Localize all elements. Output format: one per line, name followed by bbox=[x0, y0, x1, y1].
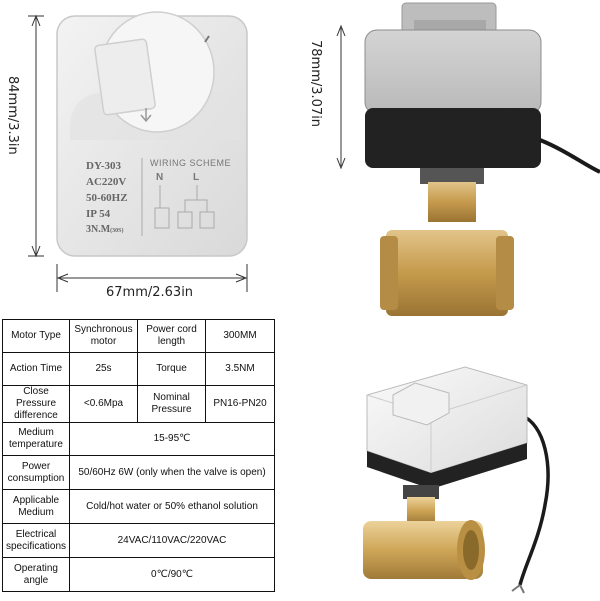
spec-value: 300MM bbox=[205, 319, 275, 353]
table-row: Medium temperature 15-95℃ bbox=[2, 422, 275, 456]
torque-label: 3N.M(30S) bbox=[86, 224, 124, 235]
spec-label: Operating angle bbox=[2, 557, 70, 592]
model-label: DY-303 bbox=[86, 160, 122, 172]
spec-value: PN16-PN20 bbox=[205, 385, 275, 423]
frequency-label: 50-60HZ bbox=[86, 192, 128, 204]
spec-value: 24VAC/110VAC/220VAC bbox=[69, 523, 275, 558]
spec-label: Power cord length bbox=[137, 319, 206, 353]
height-dimension-label: 84mm/3.3in bbox=[5, 76, 20, 155]
spec-value: <0.6Mpa bbox=[69, 385, 138, 423]
torque-value: 3N.M bbox=[86, 224, 111, 235]
spec-value: Synchronous motor bbox=[69, 319, 138, 353]
table-row: Motor Type Synchronous motor Power cord … bbox=[2, 319, 275, 353]
spec-value: Cold/hot water or 50% ethanol solution bbox=[69, 489, 275, 524]
table-row: Action Time 25s Torque 3.5NM bbox=[2, 352, 275, 386]
spec-value: 15-95℃ bbox=[69, 422, 275, 456]
spec-value: 25s bbox=[69, 352, 138, 386]
width-dimension-label: 67mm/2.63in bbox=[106, 285, 194, 300]
wire-l-label: L bbox=[193, 172, 200, 183]
spec-value: 0℃/90℃ bbox=[69, 557, 275, 592]
wiring-title: WIRING SCHEME bbox=[150, 158, 232, 168]
valve-side-illustration bbox=[336, 2, 600, 316]
spec-label: Power consumption bbox=[2, 455, 70, 490]
spec-label: Medium temperature bbox=[2, 422, 70, 456]
voltage-label: AC220V bbox=[86, 176, 127, 188]
ip-label: IP 54 bbox=[86, 208, 111, 220]
spec-label: Action Time bbox=[2, 352, 70, 386]
spec-label: Torque bbox=[137, 352, 206, 386]
torque-suffix: (30S) bbox=[110, 228, 124, 234]
spec-label: Electrical specifications bbox=[2, 523, 70, 558]
table-row: Electrical specifications 24VAC/110VAC/2… bbox=[2, 523, 275, 558]
spec-value: 3.5NM bbox=[205, 352, 275, 386]
spec-value: 50/60Hz 6W (only when the valve is open) bbox=[69, 455, 275, 490]
table-row: Applicable Medium Cold/hot water or 50% … bbox=[2, 489, 275, 524]
spec-label: Close Pressure difference bbox=[2, 385, 70, 423]
actuator-front-illustration bbox=[28, 11, 248, 292]
perspective-view-panel bbox=[345, 355, 600, 596]
table-row: Operating angle 0℃/90℃ bbox=[2, 557, 275, 592]
front-view-panel: DY-303 AC220V 50-60HZ IP 54 3N.M(30S) WI… bbox=[0, 0, 270, 310]
spec-label: Applicable Medium bbox=[2, 489, 70, 524]
spec-label: Nominal Pressure bbox=[137, 385, 206, 423]
table-row: Close Pressure difference <0.6Mpa Nomina… bbox=[2, 385, 275, 423]
valve-perspective-illustration bbox=[363, 366, 550, 594]
specifications-table: Motor Type Synchronous motor Power cord … bbox=[2, 319, 275, 592]
wire-n-label: N bbox=[156, 172, 164, 183]
side-view-panel: 78mm/3.07in bbox=[290, 0, 600, 320]
table-row: Power consumption 50/60Hz 6W (only when … bbox=[2, 455, 275, 490]
side-height-dimension-label: 78mm/3.07in bbox=[308, 40, 323, 128]
spec-label: Motor Type bbox=[2, 319, 70, 353]
